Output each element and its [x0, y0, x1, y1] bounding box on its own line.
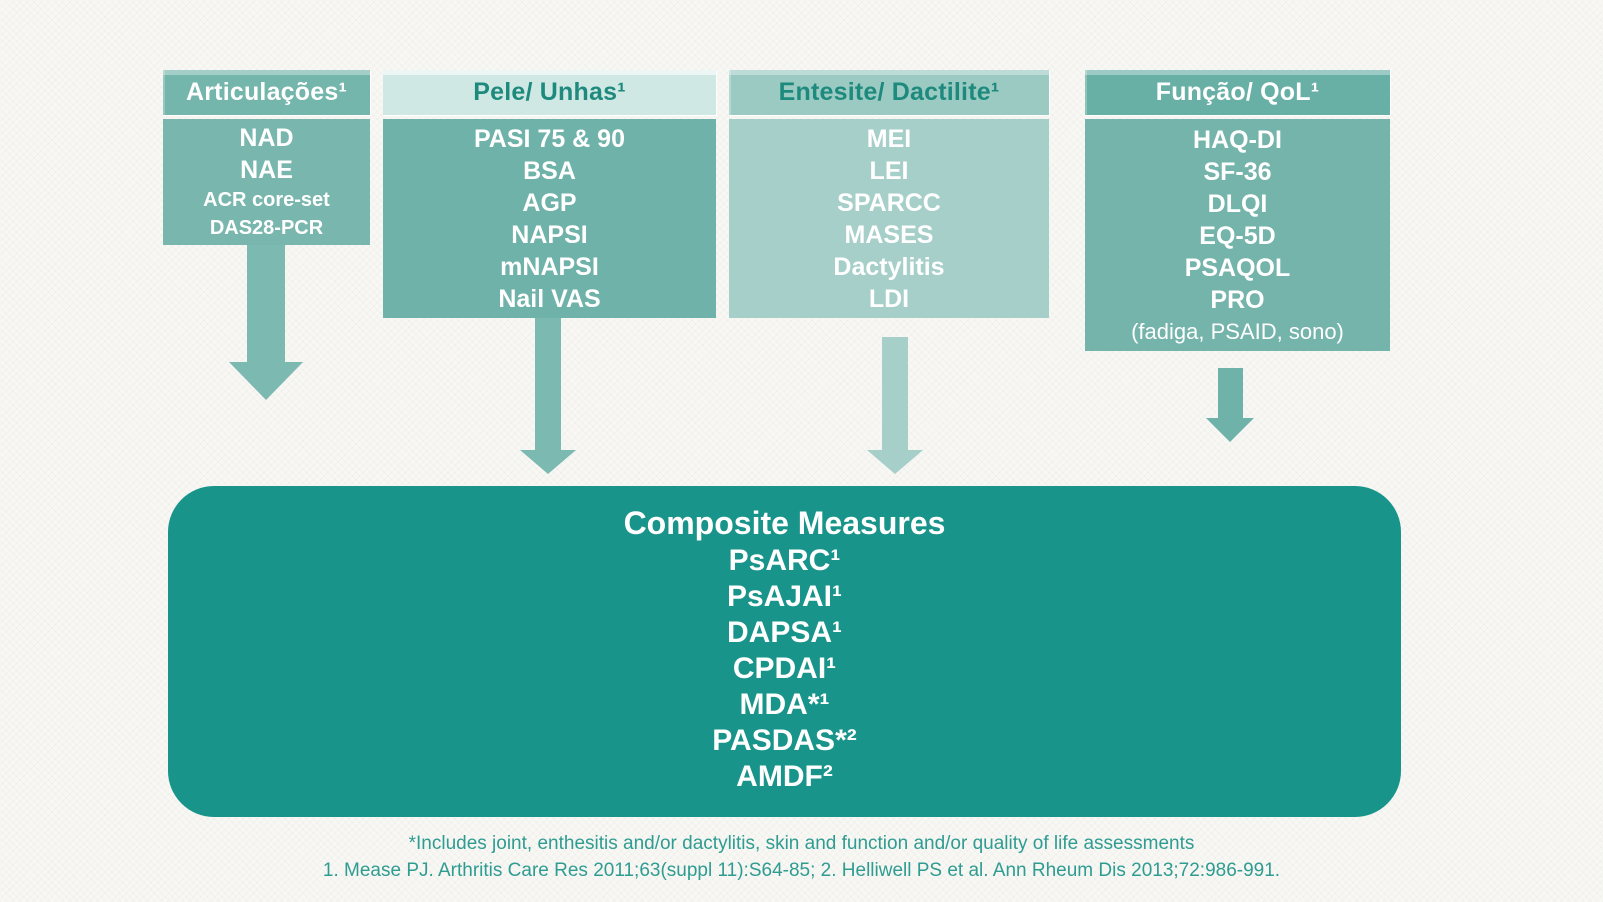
list-item: DAS28-PCR	[209, 217, 324, 239]
column-header-pele-unhas: Pele/ Unhas¹	[383, 70, 716, 115]
down-arrow-pele-unhas-icon	[520, 318, 576, 474]
list-item: PASDAS*²	[712, 724, 857, 757]
list-item: AMDF²	[736, 760, 833, 793]
column-header-entesite-dactilite: Entesite/ Dactilite¹	[729, 70, 1049, 115]
list-item: MASES	[844, 220, 934, 249]
list-item: NAE	[240, 156, 293, 184]
list-item: NAPSI	[511, 220, 588, 249]
footnotes: *Includes joint, enthesitis and/or dacty…	[0, 830, 1603, 884]
down-arrow-entesite-dactilite-icon	[867, 337, 923, 474]
list-item: PASI 75 & 90	[473, 124, 625, 153]
list-item: PsAJAI¹	[726, 580, 843, 613]
column-header-articulacoes: Articulações¹	[163, 70, 370, 115]
down-arrow-articulacoes-icon	[229, 245, 303, 400]
list-item: HAQ-DI	[1193, 125, 1282, 154]
down-arrow-funcao-qol-icon	[1206, 368, 1254, 442]
list-item: SF-36	[1203, 157, 1272, 186]
column-header-funcao-qol: Função/ QoL¹	[1085, 70, 1390, 115]
list-item: PRO	[1210, 285, 1265, 314]
footnote-references: 1. Mease PJ. Arthritis Care Res 2011;63(…	[322, 860, 1281, 881]
list-item: Dactylitis	[833, 252, 945, 281]
list-item: MDA*¹	[739, 688, 830, 721]
list-item: AGP	[522, 188, 577, 217]
list-item: EQ-5D	[1199, 221, 1276, 250]
list-item: Nail VAS	[498, 284, 601, 313]
list-item: LEI	[869, 156, 909, 185]
list-item: BSA	[523, 156, 576, 185]
list-item: (fadiga, PSAID, sono)	[1131, 318, 1344, 344]
composite-title: Composite Measures	[623, 505, 946, 541]
footnote-asterisk: *Includes joint, enthesitis and/or dacty…	[408, 833, 1195, 854]
column-body-pele-unhas: PASI 75 & 90 BSA AGP NAPSI mNAPSI Nail VAS	[383, 119, 716, 318]
list-item: DAPSA¹	[726, 616, 842, 649]
list-item: CPDAI¹	[732, 652, 837, 685]
list-item: ACR core-set	[203, 189, 330, 211]
list-item: DLQI	[1207, 189, 1268, 218]
list-item: PSAQOL	[1184, 253, 1291, 282]
list-item: PsARC¹	[728, 544, 841, 577]
list-item: SPARCC	[837, 188, 941, 217]
list-item: mNAPSI	[500, 252, 599, 281]
list-item: NAD	[239, 124, 294, 152]
list-item: LDI	[868, 284, 910, 313]
list-item: MEI	[866, 124, 912, 153]
